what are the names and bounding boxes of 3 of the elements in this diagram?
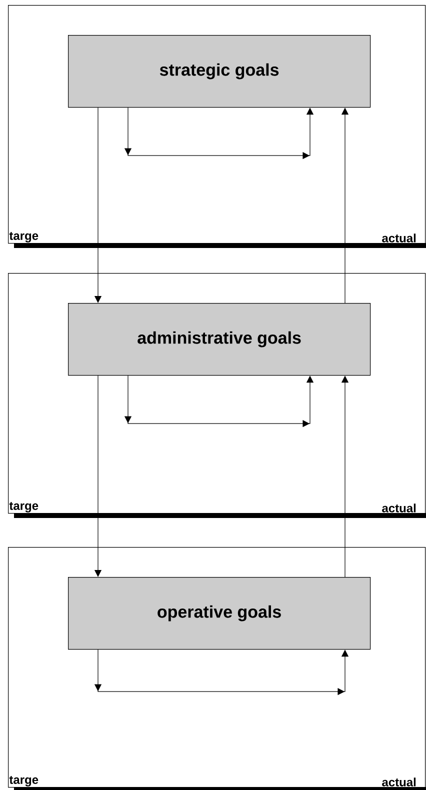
goal-box: operative goals xyxy=(68,577,371,650)
goal-box: administrative goals xyxy=(68,303,371,376)
goal-box: strategic goals xyxy=(68,35,371,108)
